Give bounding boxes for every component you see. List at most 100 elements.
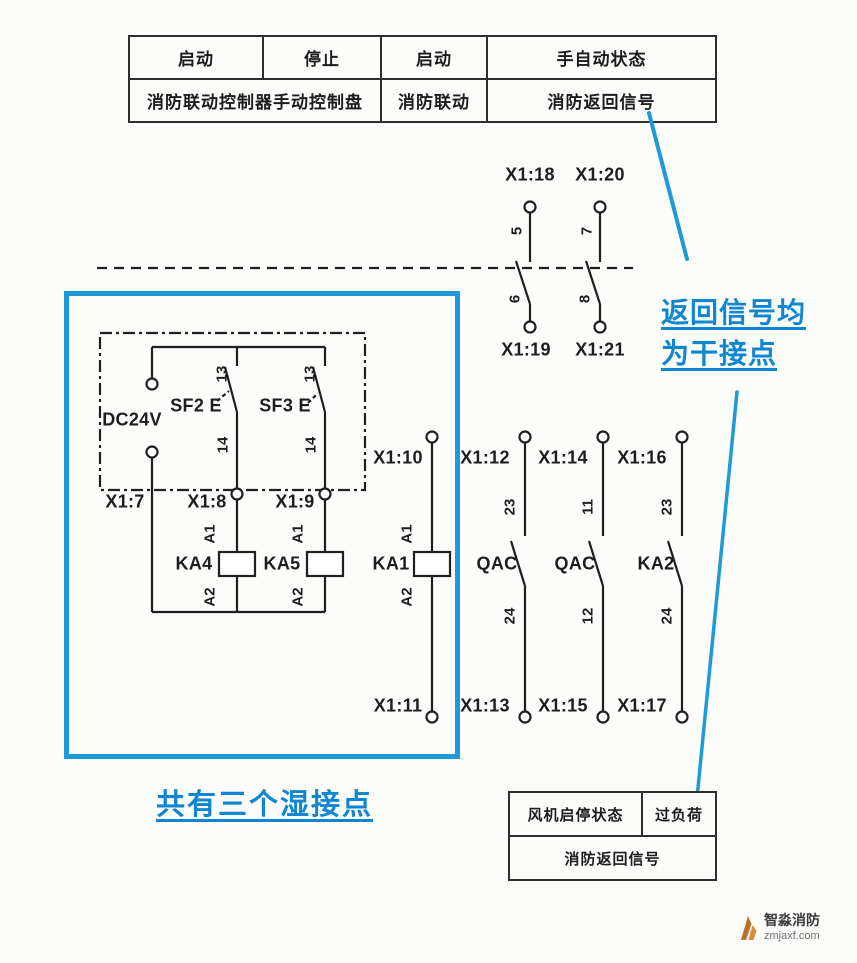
watermark-logo: 智淼消防 zmjaxf.com bbox=[738, 912, 820, 943]
terminal-x1-20 bbox=[593, 200, 607, 214]
contact-blade bbox=[584, 260, 602, 305]
component-label-sf3: SF3 E bbox=[259, 395, 311, 416]
terminal-label-x1-21: X1:21 bbox=[575, 339, 625, 360]
terminal-label-x1-11: X1:11 bbox=[373, 695, 423, 716]
branch-qac-23-24 bbox=[509, 430, 532, 724]
terminal-label-x1-7: X1:7 bbox=[105, 491, 145, 512]
terminal-label-x1-19: X1:19 bbox=[501, 339, 551, 360]
pin-label-qac2-11: 11 bbox=[579, 499, 597, 515]
branch-sf2-ka4 bbox=[216, 347, 257, 612]
terminal-label-x1-15: X1:15 bbox=[538, 695, 588, 716]
annotation-dry-contact-line2: 为干接点 bbox=[661, 338, 778, 369]
terminal-x1-9 bbox=[318, 487, 332, 501]
cell-linkage: 消防联动 bbox=[380, 78, 488, 123]
cell-stop: 停止 bbox=[262, 35, 382, 80]
component-label-ka1: KA1 bbox=[372, 553, 410, 574]
terminal-label-x1-8: X1:8 bbox=[187, 491, 227, 512]
contact-x1-20-21 bbox=[584, 200, 607, 334]
terminal-label-x1-17: X1:17 bbox=[617, 695, 667, 716]
actuator-link bbox=[307, 392, 319, 404]
pin-label-8: 8 bbox=[576, 294, 594, 304]
terminal-x1-17 bbox=[675, 710, 689, 724]
pin-label-ka4-a2: A2 bbox=[201, 587, 219, 607]
component-label-qac-1: QAC bbox=[476, 553, 518, 574]
branch-ka1 bbox=[412, 430, 452, 724]
terminal-x1-19 bbox=[523, 320, 537, 334]
terminal-x1-16 bbox=[675, 430, 689, 444]
pin-label-ka2-23: 23 bbox=[658, 498, 676, 516]
component-label-dc24v: DC24V bbox=[102, 409, 162, 430]
actuator-link bbox=[216, 390, 230, 402]
terminal-label-x1-14: X1:14 bbox=[538, 447, 588, 468]
contact-blade bbox=[514, 260, 532, 305]
terminal-x1-13 bbox=[518, 710, 532, 724]
terminal-dc-plus bbox=[145, 377, 159, 391]
terminal-label-x1-13: X1:13 bbox=[460, 695, 510, 716]
component-label-ka4: KA4 bbox=[175, 553, 213, 574]
pin-label-qac2-12: 12 bbox=[579, 607, 597, 625]
component-label-ka5: KA5 bbox=[263, 553, 301, 574]
component-label-sf2: SF2 E bbox=[170, 395, 222, 416]
contact-blade bbox=[666, 540, 684, 587]
fan-status-table: 风机启停状态 过负荷 消防返回信号 bbox=[508, 791, 717, 881]
cell-panel-name: 消防联动控制器手动控制盘 bbox=[128, 78, 382, 123]
pin-label-sf2-13: 13 bbox=[213, 365, 231, 383]
cell-auto-status: 手自动状态 bbox=[486, 35, 717, 80]
cell-return-signal: 消防返回信号 bbox=[486, 78, 717, 123]
contact-blade bbox=[311, 366, 327, 413]
component-label-ka2: KA2 bbox=[637, 553, 675, 574]
terminal-x1-21 bbox=[593, 320, 607, 334]
annotation-wet-contact: 共有三个湿接点 bbox=[156, 789, 374, 821]
logo-icon bbox=[741, 915, 757, 940]
pin-label-ka1-a1: A1 bbox=[398, 524, 416, 544]
terminal-label-x1-16: X1:16 bbox=[617, 447, 667, 468]
terminal-x1-14 bbox=[596, 430, 610, 444]
terminal-dc-minus bbox=[145, 445, 159, 459]
cell-fan-status: 风机启停状态 bbox=[508, 791, 643, 837]
cell-overload: 过负荷 bbox=[641, 791, 717, 837]
pin-label-7: 7 bbox=[578, 226, 596, 236]
terminal-x1-15 bbox=[596, 710, 610, 724]
pin-label-ka1-a2: A2 bbox=[398, 587, 416, 607]
coil-ka5 bbox=[305, 550, 345, 578]
pin-label-qac1-24: 24 bbox=[501, 607, 519, 625]
contact-x1-18-19 bbox=[514, 200, 537, 334]
pin-label-qac1-23: 23 bbox=[501, 498, 519, 516]
branch-ka2-23-24 bbox=[666, 430, 689, 724]
contact-blade bbox=[509, 540, 527, 587]
terminal-x1-10 bbox=[425, 430, 439, 444]
pin-label-6: 6 bbox=[506, 294, 524, 304]
bottom-table-row-2: 消防返回信号 bbox=[508, 835, 717, 881]
annotation-dry-contact-line1: 返回信号均 bbox=[661, 297, 807, 328]
terminal-x1-12 bbox=[518, 430, 532, 444]
leader-line-bottom bbox=[689, 390, 739, 861]
component-label-qac-2: QAC bbox=[554, 553, 596, 574]
logo-domain: zmjaxf.com bbox=[764, 929, 820, 942]
terminal-label-x1-9: X1:9 bbox=[275, 491, 315, 512]
cell-bottom-return-signal: 消防返回信号 bbox=[508, 835, 717, 881]
pin-label-ka4-a1: A1 bbox=[201, 524, 219, 544]
terminal-label-x1-18: X1:18 bbox=[505, 164, 555, 185]
bottom-table-row-1: 风机启停状态 过负荷 bbox=[508, 791, 717, 837]
top-table-row-1: 启动 停止 启动 手自动状态 bbox=[128, 35, 717, 80]
pin-label-sf3-14: 14 bbox=[302, 436, 320, 454]
terminal-x1-8 bbox=[230, 487, 244, 501]
coil-ka4 bbox=[217, 550, 257, 578]
cell-start-1: 启动 bbox=[128, 35, 264, 80]
leader-line-top bbox=[647, 111, 689, 261]
branch-qac-11-12 bbox=[587, 430, 610, 724]
terminal-x1-18 bbox=[523, 200, 537, 214]
dc24v-branch bbox=[145, 345, 325, 612]
wet-contact-highlight-box bbox=[64, 291, 460, 759]
branch-sf3-ka5 bbox=[305, 347, 345, 612]
manual-panel-table: 启动 停止 启动 手自动状态 消防联动控制器手动控制盘 消防联动 消防返回信号 bbox=[128, 35, 717, 123]
contact-blade bbox=[587, 540, 605, 587]
pin-label-5: 5 bbox=[508, 226, 526, 236]
pin-label-ka5-a1: A1 bbox=[289, 524, 307, 544]
logo-title: 智淼消防 bbox=[764, 912, 820, 928]
pin-label-sf2-14: 14 bbox=[214, 436, 232, 454]
pin-label-ka2-24: 24 bbox=[658, 607, 676, 625]
top-table-row-2: 消防联动控制器手动控制盘 消防联动 消防返回信号 bbox=[128, 78, 717, 123]
